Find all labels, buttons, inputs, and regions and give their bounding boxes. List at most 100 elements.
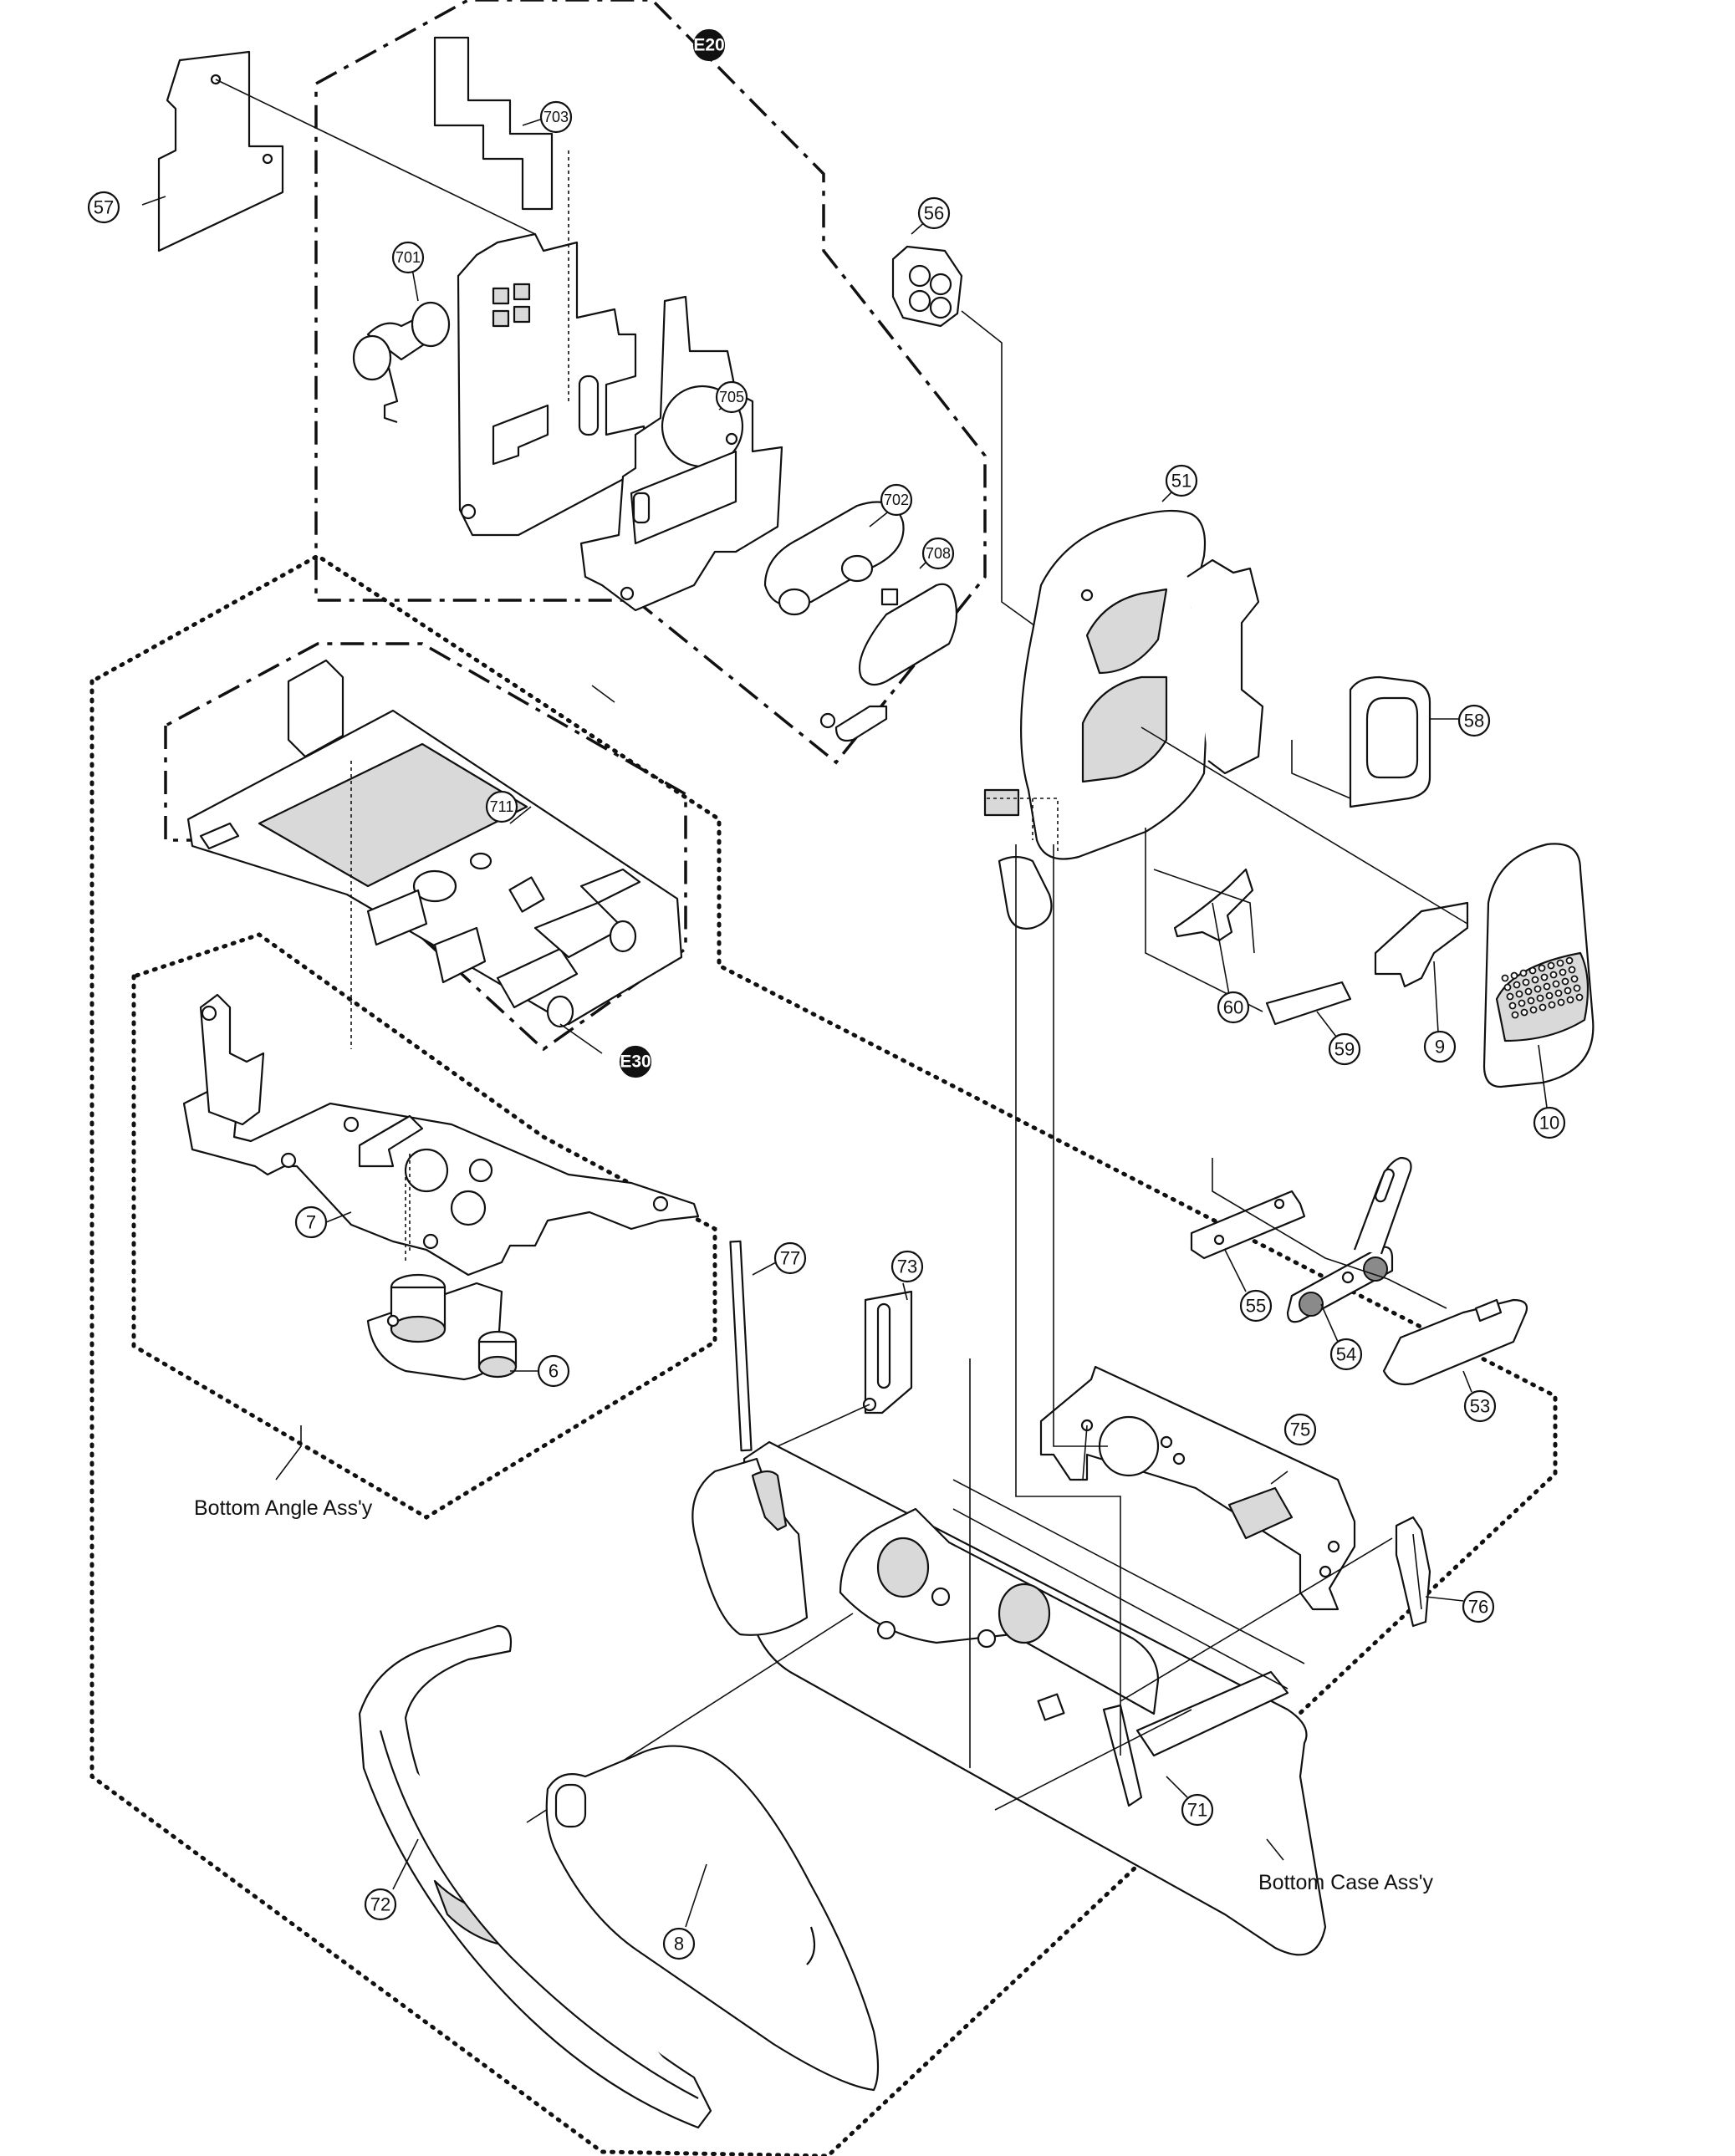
svg-text:77: 77 bbox=[780, 1248, 800, 1269]
svg-text:703: 703 bbox=[543, 109, 569, 125]
callout-77: 77 bbox=[773, 1241, 807, 1275]
part-57-plate bbox=[157, 50, 284, 252]
callout-711: 711 bbox=[485, 790, 518, 823]
part-59-strip bbox=[1265, 981, 1352, 1026]
speaker-hole bbox=[1565, 956, 1574, 965]
callout-76: 76 bbox=[1462, 1590, 1495, 1623]
speaker-hole bbox=[1501, 974, 1509, 982]
bottom-angle-group-boundary bbox=[131, 932, 717, 1520]
part-702-lens-holder bbox=[763, 501, 905, 616]
svg-text:58: 58 bbox=[1464, 711, 1484, 731]
callout-55: 55 bbox=[1239, 1289, 1273, 1323]
part-75-rear-plate bbox=[1039, 1365, 1356, 1611]
speaker-hole bbox=[1515, 990, 1523, 998]
callout-702: 702 bbox=[880, 483, 913, 517]
svg-text:75: 75 bbox=[1290, 1419, 1310, 1440]
speaker-hole bbox=[1513, 981, 1521, 989]
speaker-hole bbox=[1564, 986, 1572, 995]
callout-9: 9 bbox=[1423, 1030, 1457, 1063]
speaker-hole bbox=[1519, 969, 1528, 977]
speaker-hole bbox=[1575, 993, 1584, 1002]
part-705-bracket bbox=[579, 295, 783, 612]
svg-text:702: 702 bbox=[884, 492, 909, 508]
svg-text:711: 711 bbox=[490, 798, 514, 815]
part-72-hand-strap bbox=[358, 1624, 712, 2129]
svg-text:55: 55 bbox=[1246, 1296, 1266, 1317]
svg-text:73: 73 bbox=[897, 1256, 917, 1277]
speaker-hole bbox=[1548, 1001, 1556, 1009]
svg-text:705: 705 bbox=[719, 389, 744, 405]
svg-text:72: 72 bbox=[370, 1894, 390, 1915]
svg-text:56: 56 bbox=[924, 203, 944, 224]
speaker-hole bbox=[1540, 973, 1549, 981]
speaker-hole bbox=[1549, 971, 1558, 979]
part-701-knobs bbox=[352, 301, 451, 424]
part-55-plate bbox=[1190, 1190, 1306, 1260]
callout-705: 705 bbox=[715, 380, 748, 414]
svg-text:701: 701 bbox=[395, 249, 421, 266]
callout-54: 54 bbox=[1329, 1338, 1363, 1371]
callout-e30: E30 bbox=[619, 1045, 652, 1078]
callout-703: 703 bbox=[539, 100, 573, 134]
speaker-hole bbox=[1536, 994, 1544, 1002]
svg-text:8: 8 bbox=[674, 1934, 684, 1955]
svg-text:7: 7 bbox=[306, 1212, 316, 1233]
callout-75: 75 bbox=[1283, 1413, 1317, 1446]
speaker-hole bbox=[1510, 971, 1518, 980]
callout-e20: E20 bbox=[692, 28, 726, 62]
callout-51: 51 bbox=[1165, 464, 1198, 497]
bottom-case-group-boundary bbox=[89, 553, 1558, 2156]
callout-58: 58 bbox=[1457, 704, 1491, 737]
part-71-bottom-case bbox=[691, 1440, 1327, 1956]
part-8-grip-cover bbox=[545, 1745, 880, 2092]
speaker-hole bbox=[1570, 975, 1579, 983]
speaker-hole bbox=[1557, 998, 1565, 1007]
callout-701: 701 bbox=[391, 241, 425, 274]
part-51-front-case bbox=[983, 509, 1264, 930]
speaker-hole bbox=[1554, 989, 1563, 997]
speaker-hole bbox=[1559, 968, 1567, 976]
part-53-cap bbox=[1382, 1298, 1528, 1386]
part-58-window-panel bbox=[1349, 675, 1431, 808]
callout-71: 71 bbox=[1181, 1793, 1214, 1827]
svg-text:9: 9 bbox=[1435, 1037, 1445, 1058]
svg-text:708: 708 bbox=[926, 545, 951, 562]
speaker-hole bbox=[1518, 999, 1526, 1007]
part-6-motor-unit bbox=[366, 1273, 518, 1381]
callout-57: 57 bbox=[87, 191, 120, 224]
part-73-bracket bbox=[862, 1290, 913, 1414]
speaker-hole bbox=[1545, 991, 1554, 1000]
part-77-pin bbox=[729, 1240, 753, 1452]
part-54-lever bbox=[1286, 1156, 1412, 1323]
callout-7: 7 bbox=[294, 1205, 328, 1239]
speaker-hole bbox=[1573, 984, 1581, 992]
speaker-hole bbox=[1511, 1011, 1519, 1019]
speaker-hole bbox=[1524, 987, 1533, 996]
e30-group-boundary bbox=[164, 642, 687, 1052]
svg-text:6: 6 bbox=[549, 1361, 559, 1382]
svg-text:54: 54 bbox=[1336, 1344, 1356, 1365]
part-e20-main-bracket bbox=[457, 232, 646, 537]
svg-text:53: 53 bbox=[1470, 1396, 1490, 1417]
part-56-connector bbox=[891, 245, 963, 328]
speaker-hole bbox=[1568, 966, 1576, 974]
bottom-case-assembly-label: Bottom Case Ass'y bbox=[1258, 1871, 1434, 1894]
speaker-hole bbox=[1528, 966, 1537, 975]
speaker-hole bbox=[1552, 980, 1560, 988]
speaker-hole bbox=[1538, 964, 1546, 972]
speaker-hole bbox=[1539, 1003, 1547, 1012]
svg-text:59: 59 bbox=[1334, 1039, 1355, 1060]
callout-73: 73 bbox=[890, 1250, 924, 1283]
callout-6: 6 bbox=[537, 1354, 570, 1388]
e20-group-boundary bbox=[314, 0, 987, 765]
svg-text:51: 51 bbox=[1171, 471, 1192, 492]
speaker-hole bbox=[1561, 977, 1569, 986]
bottom-angle-assembly-label: Bottom Angle Ass'y bbox=[194, 1496, 373, 1520]
callout-8: 8 bbox=[662, 1927, 696, 1960]
part-703-flex-cable bbox=[433, 36, 554, 211]
svg-text:57: 57 bbox=[94, 197, 114, 218]
speaker-hole bbox=[1522, 978, 1530, 986]
speaker-hole bbox=[1533, 985, 1542, 993]
part-60-tab bbox=[1173, 868, 1254, 942]
speaker-hole bbox=[1547, 961, 1555, 970]
